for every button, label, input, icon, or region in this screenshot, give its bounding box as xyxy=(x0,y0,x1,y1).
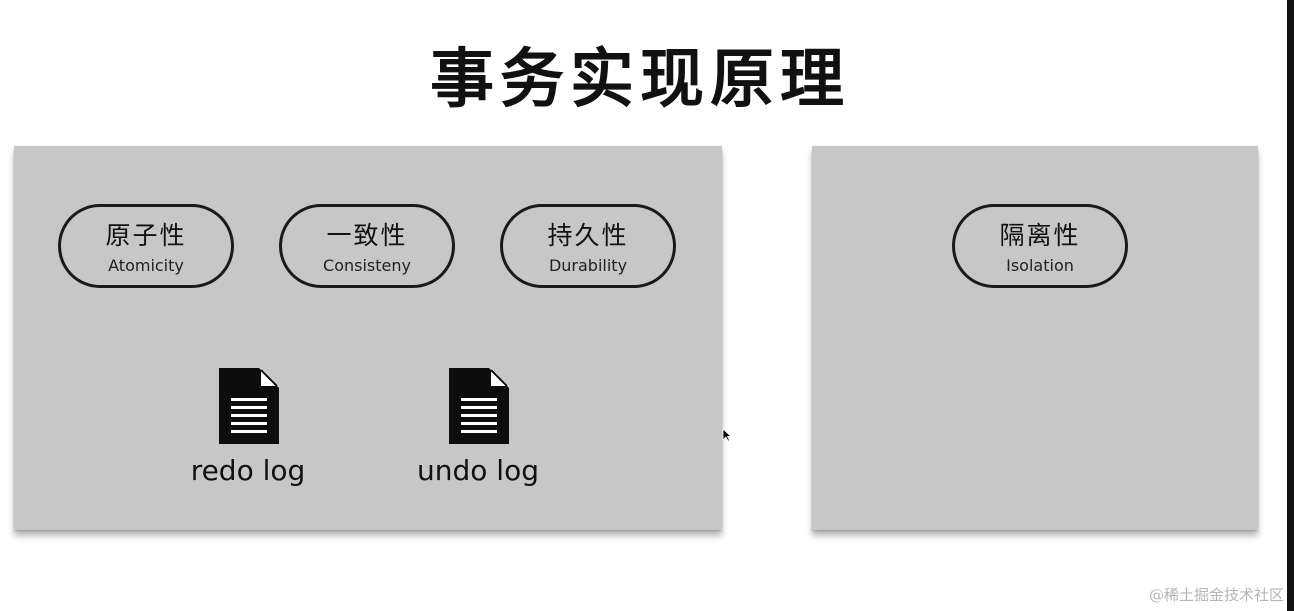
redo-log-label: redo log xyxy=(190,454,306,487)
pill-durability: 持久性 Durability xyxy=(500,204,676,288)
right-panel: 隔离性 Isolation xyxy=(812,146,1258,530)
document-icon xyxy=(219,368,279,444)
pill-isolation: 隔离性 Isolation xyxy=(952,204,1128,288)
pill-zh-label: 隔离性 xyxy=(999,221,1081,250)
window-edge xyxy=(1287,0,1294,611)
pill-en-label: Durability xyxy=(548,256,628,275)
undo-log-label: undo log xyxy=(417,454,539,487)
pill-consistency: 一致性 Consisteny xyxy=(279,204,455,288)
pill-en-label: Atomicity xyxy=(108,256,184,275)
pill-en-label: Isolation xyxy=(1006,256,1074,275)
pill-atomicity: 原子性 Atomicity xyxy=(58,204,234,288)
pill-en-label: Consisteny xyxy=(323,256,411,275)
page-title: 事务实现原理 xyxy=(430,43,850,117)
pill-zh-label: 持久性 xyxy=(547,221,629,250)
mouse-cursor-icon xyxy=(722,428,732,442)
left-panel: 原子性 Atomicity 一致性 Consisteny 持久性 Durabil… xyxy=(14,146,722,530)
watermark: @稀土掘金技术社区 xyxy=(1148,586,1284,604)
pill-zh-label: 一致性 xyxy=(326,221,408,250)
document-icon xyxy=(449,368,509,444)
pill-zh-label: 原子性 xyxy=(105,221,187,250)
